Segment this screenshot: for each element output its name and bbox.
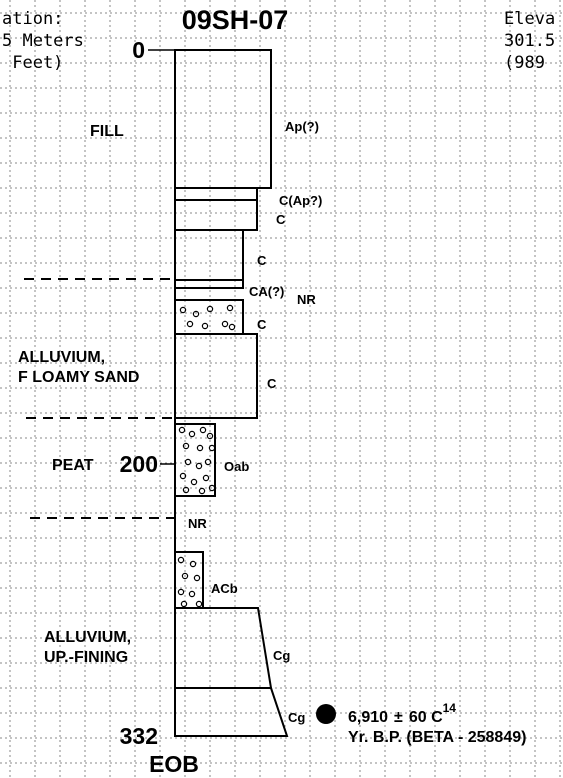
unit-alluvium-1-line-1: ALLUVIUM, (18, 349, 105, 366)
texture-circle (181, 572, 189, 580)
horizon-c-4: C (267, 376, 277, 391)
depth-label-top: 0 (132, 37, 145, 63)
layer-cg-1 (174, 607, 273, 689)
texture-circle (177, 556, 185, 564)
unit-fill: FILL (90, 123, 124, 140)
texture-circle (206, 432, 214, 440)
depth-label-mid: 200 (120, 451, 158, 477)
texture-circle (178, 426, 186, 434)
horizon-ca: CA(?) (249, 284, 284, 299)
horizon-c-2: C (257, 253, 267, 268)
texture-circle (198, 487, 206, 495)
texture-circle (184, 458, 192, 466)
horizon-acb: ACb (211, 581, 238, 596)
texture-circle (208, 484, 216, 492)
texture-circle (189, 560, 197, 568)
date-lab-reference: Yr. B.P. (BETA - 258849) (348, 729, 526, 746)
horizon-ap: Ap(?) (285, 119, 319, 134)
header-right-line-3: (989 (504, 53, 545, 73)
date-value: 6,910 (348, 709, 388, 726)
core-title: 09SH-07 (182, 5, 289, 35)
header-right-line-1: Eleva (504, 9, 555, 29)
texture-circle (221, 320, 229, 328)
header-left-line-3: Feet) (2, 53, 63, 73)
horizon-nr-1: NR (297, 292, 316, 307)
texture-circle (182, 442, 190, 450)
texture-circle (208, 444, 216, 452)
texture-circle (192, 310, 200, 318)
texture-circle (182, 486, 190, 494)
texture-circles (177, 304, 236, 608)
date-plus-minus: ± (394, 709, 403, 726)
sample-dot (316, 704, 336, 724)
texture-circle (188, 430, 196, 438)
texture-circle (206, 305, 214, 313)
horizon-nr-2: NR (188, 516, 207, 531)
texture-circle (190, 478, 198, 486)
texture-circle (204, 458, 212, 466)
texture-circle (177, 588, 185, 596)
unit-alluvium-2-line-1: ALLUVIUM, (44, 629, 131, 646)
texture-circle (193, 574, 201, 582)
layer-c-1 (174, 199, 258, 231)
horizon-c-ap: C(Ap?) (279, 193, 322, 208)
texture-circle (199, 426, 207, 434)
header-right-line-2: 301.5 (504, 31, 555, 51)
date-text: 6,910 ±60 C14 (348, 701, 456, 726)
texture-circle (196, 444, 204, 452)
date-error: 60 C (409, 709, 443, 726)
eob-label: EOB (149, 751, 199, 777)
layer-ap (174, 49, 272, 189)
texture-circle (226, 304, 234, 312)
texture-circle (179, 306, 187, 314)
depth-label-bottom: 332 (120, 723, 158, 749)
unit-alluvium-2-line-2: UP.-FINING (44, 649, 128, 666)
horizon-c-1: C (276, 212, 286, 227)
texture-circle (195, 600, 203, 608)
texture-circle (202, 474, 210, 482)
texture-circle (201, 322, 209, 330)
layer-oab (174, 423, 216, 497)
horizon-cg-1: Cg (273, 648, 290, 663)
layer-c-sand (174, 333, 258, 419)
texture-circle (180, 600, 188, 608)
texture-circle (179, 472, 187, 480)
horizon-c-3: C (257, 317, 267, 332)
texture-circle (188, 590, 196, 598)
layer-c-ap (174, 187, 258, 201)
layer-ca (174, 279, 244, 289)
layer-cg-2 (174, 687, 289, 737)
date-isotope: 14 (443, 701, 457, 715)
core-column (174, 49, 289, 737)
horizon-cg-2: Cg (288, 710, 305, 725)
header-left-line-2: 5 Meters (2, 31, 84, 51)
header-left-line-1: ation: (2, 9, 63, 29)
horizon-oab: Oab (224, 459, 249, 474)
texture-circle (186, 320, 194, 328)
unit-peat: PEAT (52, 457, 94, 474)
texture-circle (228, 323, 236, 331)
unit-alluvium-1-line-2: F LOAMY SAND (18, 369, 139, 386)
texture-circle (195, 462, 203, 470)
